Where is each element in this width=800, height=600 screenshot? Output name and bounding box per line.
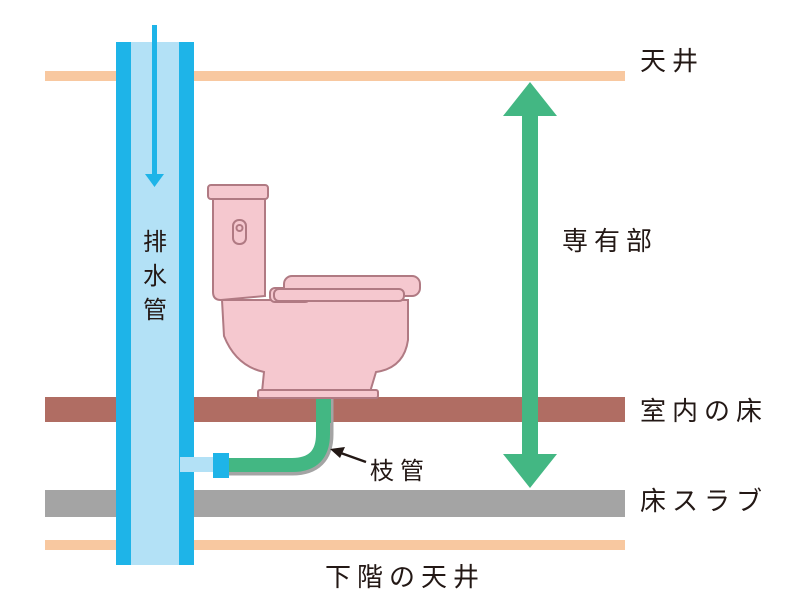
branch-pipe-label: 枝管 [370, 457, 430, 485]
toilet-icon [207, 184, 421, 399]
drain-pipe-char-1: 排 [143, 228, 167, 256]
room-floor-label: 室内の床 [640, 397, 768, 427]
double-arrow-icon [503, 82, 557, 488]
down-arrow-icon [145, 25, 164, 187]
ceiling-line [45, 71, 625, 81]
owned-section-label: 専有部 [562, 227, 658, 257]
drain-pipe-char-3: 管 [143, 296, 167, 324]
lower-ceiling-line [45, 540, 625, 550]
floor-slab-label: 床スラブ [640, 487, 768, 517]
lower-ceiling-label: 下階の天井 [325, 563, 485, 593]
pointer-arrow-icon [330, 447, 367, 464]
drain-pipe-char-2: 水 [143, 262, 167, 290]
drain-pipe-label: 排 水 管 [143, 228, 167, 324]
ceiling-label: 天井 [640, 47, 704, 77]
branch-pipe [180, 395, 334, 478]
